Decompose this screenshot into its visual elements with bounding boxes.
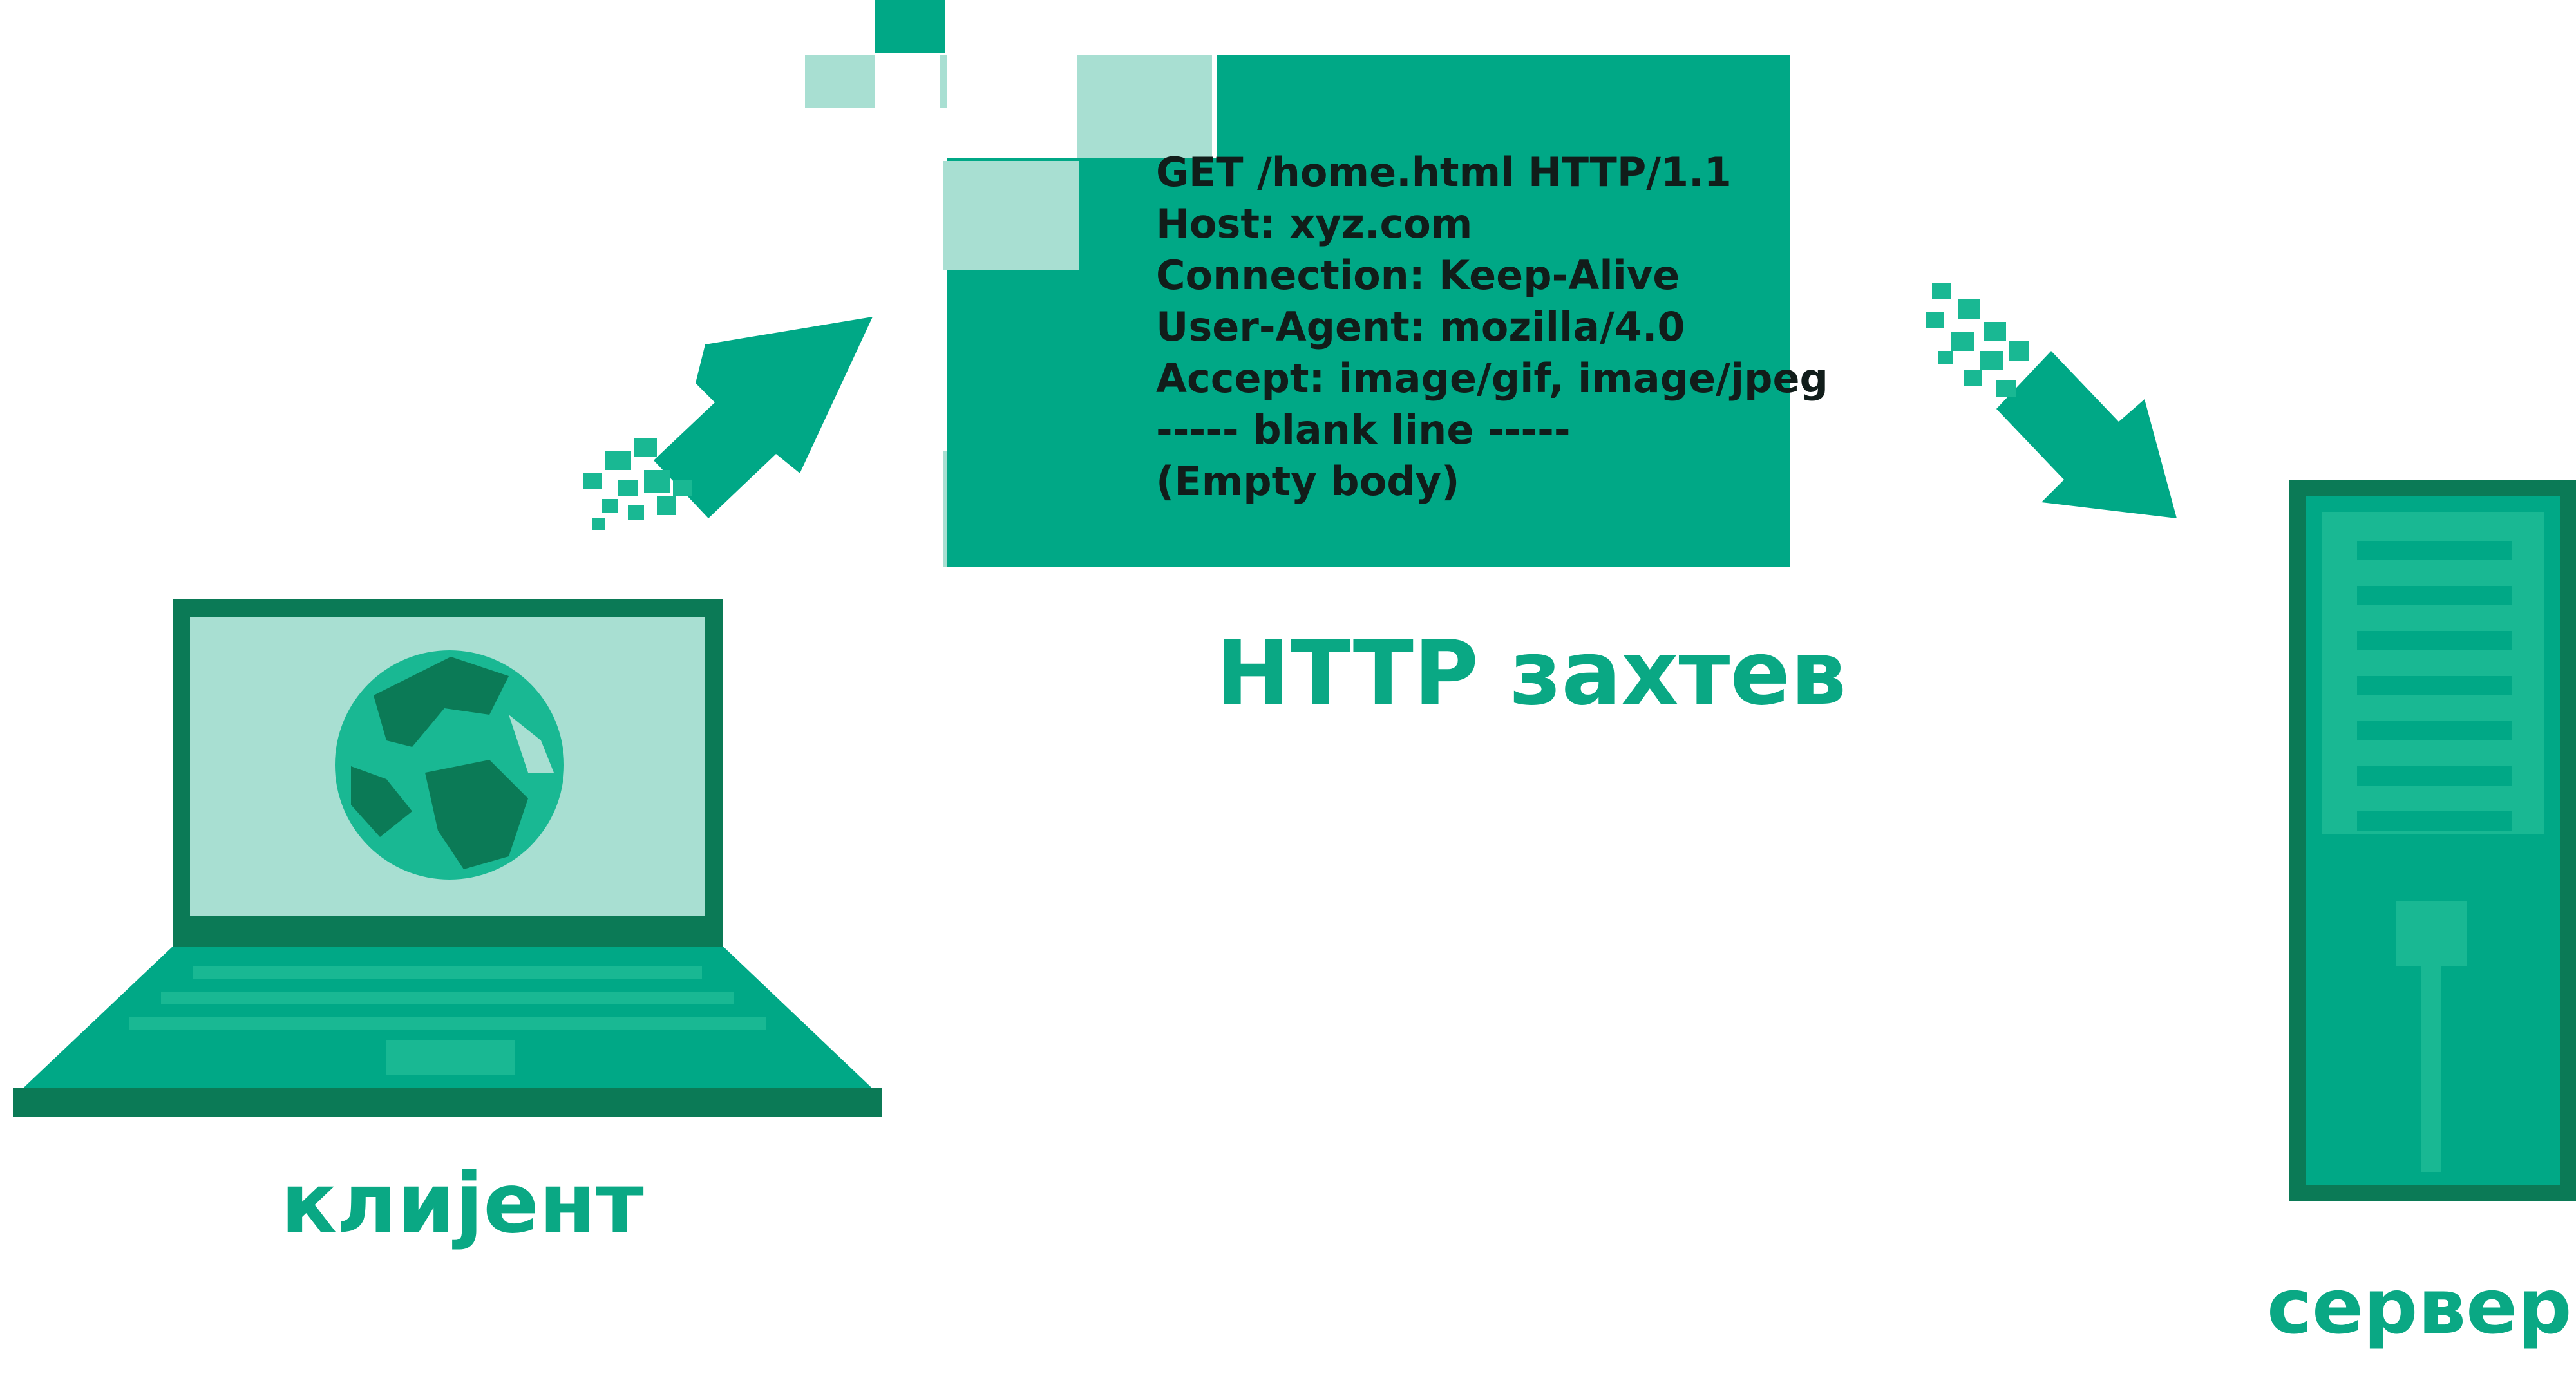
request-header-connection: Connection: Keep-Alive bbox=[1156, 252, 1680, 299]
request-header-accept: Accept: image/gif, image/jpeg bbox=[1156, 355, 1828, 402]
request-body: (Empty body) bbox=[1156, 458, 1460, 505]
http-request-lines: GET /home.html HTTP/1.1 Host: xyz.com Co… bbox=[1156, 147, 1828, 507]
http-request-caption: HTTP захтев bbox=[1216, 621, 1847, 725]
client-caption: клијент bbox=[281, 1156, 644, 1252]
request-header-host: Host: xyz.com bbox=[1156, 200, 1473, 247]
server-caption: сервер bbox=[2267, 1262, 2572, 1351]
request-blank-line: ----- blank line ----- bbox=[1156, 406, 1571, 453]
request-line: GET /home.html HTTP/1.1 bbox=[1156, 149, 1732, 196]
request-header-user-agent: User-Agent: mozilla/4.0 bbox=[1156, 303, 1685, 350]
